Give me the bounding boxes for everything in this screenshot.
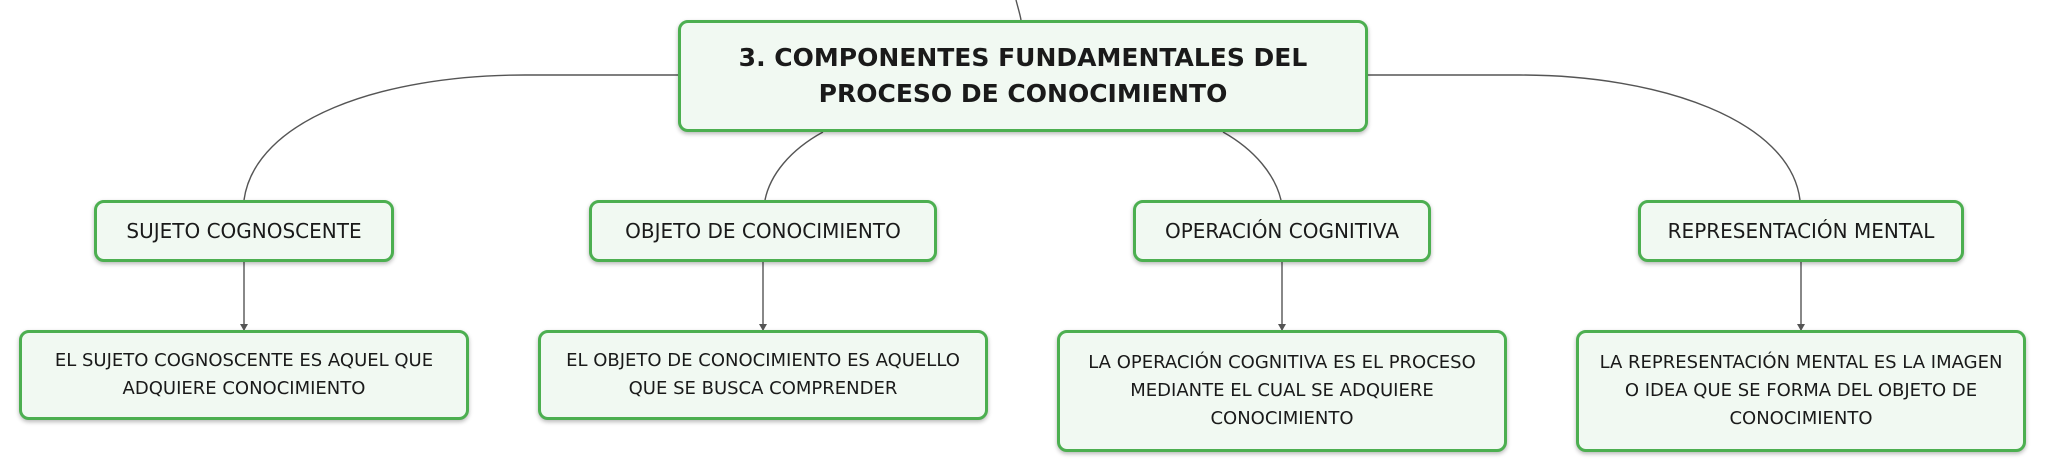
connector-root-to-sujeto: [243, 74, 678, 201]
root-topic-title: 3. COMPONENTES FUNDAMENTALES DEL PROCESO…: [738, 43, 1308, 108]
node-objeto-description[interactable]: EL OBJETO DE CONOCIMIENTO ES AQUELLO QUE…: [538, 330, 988, 420]
node-operacion-cognitiva[interactable]: OPERACIÓN COGNITIVA: [1133, 200, 1431, 262]
description-text: LA OPERACIÓN COGNITIVA ES EL PROCESO MED…: [1088, 352, 1476, 429]
arrowhead-representacion: [1797, 324, 1805, 331]
node-label: SUJETO COGNOSCENTE: [126, 219, 362, 243]
root-topic-node[interactable]: 3. COMPONENTES FUNDAMENTALES DEL PROCESO…: [678, 20, 1368, 132]
node-label: OBJETO DE CONOCIMIENTO: [625, 219, 901, 243]
node-operacion-description[interactable]: LA OPERACIÓN COGNITIVA ES EL PROCESO MED…: [1057, 330, 1507, 452]
description-text: LA REPRESENTACIÓN MENTAL ES LA IMAGEN O …: [1599, 352, 2003, 429]
description-text: EL OBJETO DE CONOCIMIENTO ES AQUELLO QUE…: [566, 350, 960, 399]
node-representacion-mental[interactable]: REPRESENTACIÓN MENTAL: [1638, 200, 1964, 262]
node-label: REPRESENTACIÓN MENTAL: [1667, 219, 1935, 243]
arrowhead-objeto: [759, 324, 767, 331]
description-text: EL SUJETO COGNOSCENTE ES AQUEL QUE ADQUI…: [54, 350, 434, 399]
node-sujeto-description[interactable]: EL SUJETO COGNOSCENTE ES AQUEL QUE ADQUI…: [19, 330, 469, 420]
connector-parent-in: [1015, 0, 1022, 21]
connector-root-to-operacion: [1222, 131, 1282, 201]
arrowhead-operacion: [1278, 324, 1286, 331]
node-objeto-de-conocimiento[interactable]: OBJETO DE CONOCIMIENTO: [589, 200, 937, 262]
arrowhead-sujeto: [240, 324, 248, 331]
node-label: OPERACIÓN COGNITIVA: [1164, 219, 1400, 243]
connector-root-to-objeto: [764, 131, 824, 201]
node-representacion-description[interactable]: LA REPRESENTACIÓN MENTAL ES LA IMAGEN O …: [1576, 330, 2026, 452]
node-sujeto-cognoscente[interactable]: SUJETO COGNOSCENTE: [94, 200, 394, 262]
connector-root-to-representacion: [1368, 74, 1801, 201]
